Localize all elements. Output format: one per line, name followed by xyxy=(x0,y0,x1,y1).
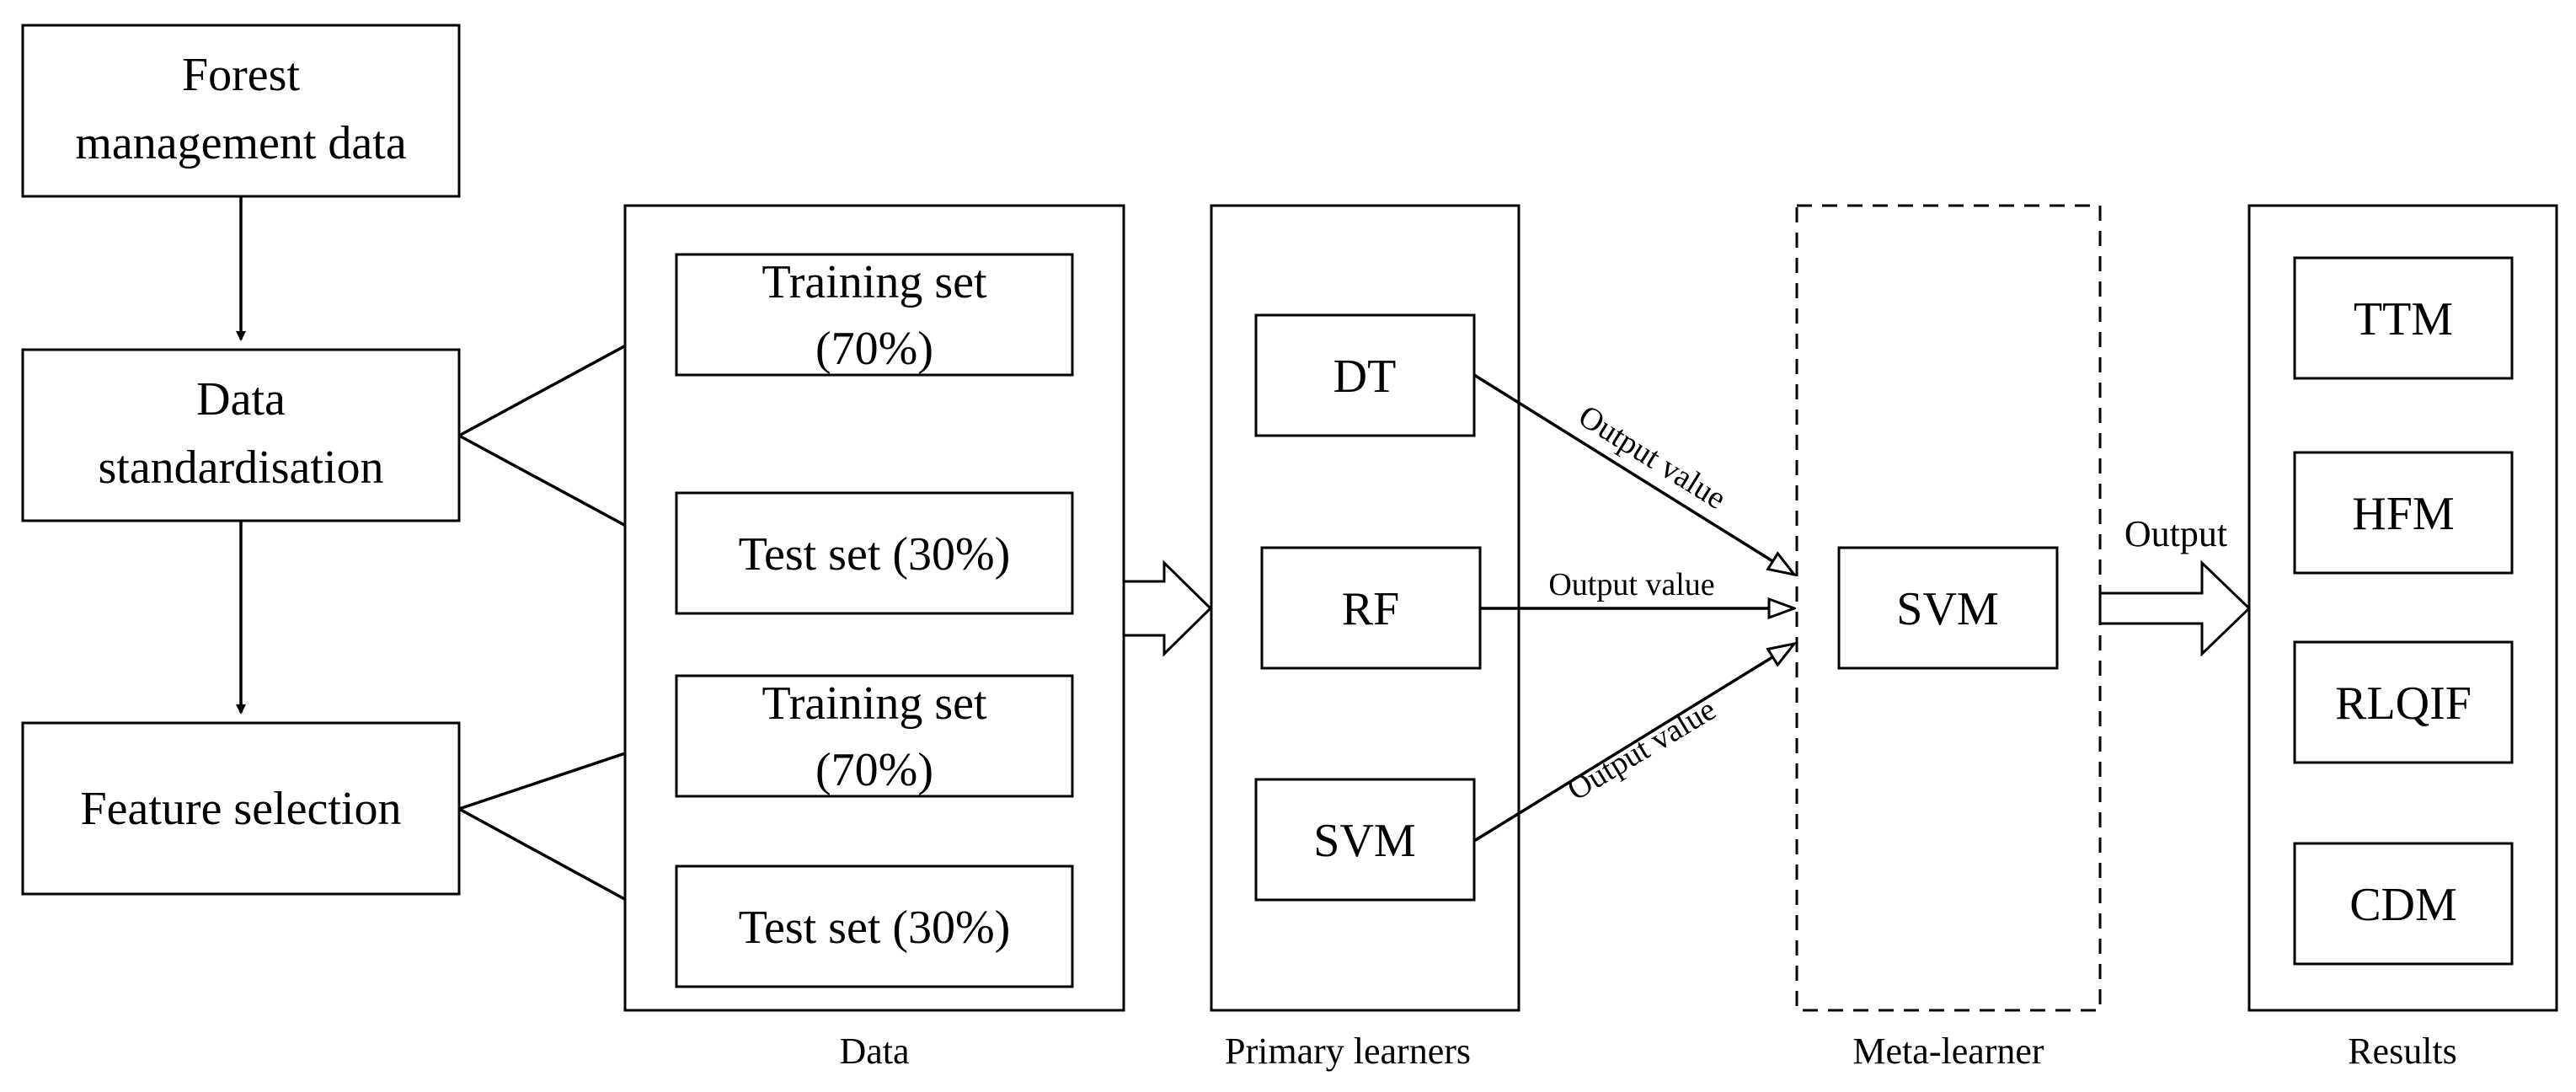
data-caption: Data xyxy=(839,1030,909,1072)
training-set-2-line2: (70%) xyxy=(815,744,933,796)
svm-output-value-label: Output value xyxy=(1561,692,1722,808)
feature-selection-node: Feature selection xyxy=(21,721,461,896)
training-set-2-line1: Training set xyxy=(762,677,987,730)
meta-to-results-block-arrow xyxy=(2098,559,2252,657)
data-group: Training set (70%) Test set (30%) Traini… xyxy=(623,204,1125,1012)
result-rlqif-box: RLQIF xyxy=(2293,640,2514,764)
rf-learner-label: RF xyxy=(1342,583,1400,635)
data-standardisation-node: Data standardisation xyxy=(21,348,461,522)
output-label: Output xyxy=(2124,513,2227,554)
training-set-1-line2: (70%) xyxy=(815,323,933,375)
data-to-primary-block-arrow xyxy=(1122,559,1213,657)
training-set-box-1: Training set (70%) xyxy=(675,253,1074,377)
result-ttm-label: TTM xyxy=(2354,293,2453,345)
meta-learner-group: SVM xyxy=(1795,204,2102,1012)
svm-learner-box: SVM xyxy=(1254,778,1476,902)
result-cdm-label: CDM xyxy=(2349,879,2457,931)
result-rlqif-label: RLQIF xyxy=(2335,677,2472,730)
test-set-box-1: Test set (30%) xyxy=(675,491,1074,615)
meta-svm-box: SVM xyxy=(1837,546,2059,670)
svm-to-meta-arrow xyxy=(1473,644,1794,843)
rf-output-value-label: Output value xyxy=(1548,567,1714,602)
dt-to-meta-arrow xyxy=(1473,373,1794,575)
result-hfm-label: HFM xyxy=(2352,488,2454,540)
svm-learner-label: SVM xyxy=(1313,815,1415,867)
dt-learner-label: DT xyxy=(1333,351,1397,403)
forest-data-label-line2: management data xyxy=(75,117,407,169)
result-cdm-box: CDM xyxy=(2293,842,2514,966)
forest-management-data-node: Forest management data xyxy=(21,24,461,198)
standardisation-label-line2: standardisation xyxy=(98,442,383,494)
result-ttm-box: TTM xyxy=(2293,256,2514,380)
dt-learner-box: DT xyxy=(1254,313,1476,437)
meta-svm-label: SVM xyxy=(1896,583,1998,635)
primary-learners-group: DT RF SVM xyxy=(1210,204,1520,1012)
result-hfm-box: HFM xyxy=(2293,451,2514,575)
standardisation-label-line1: Data xyxy=(196,373,286,426)
test-set-1-label: Test set (30%) xyxy=(739,528,1011,581)
forest-data-label-line1: Forest xyxy=(182,49,300,101)
test-set-box-2: Test set (30%) xyxy=(675,864,1074,988)
results-caption: Results xyxy=(2348,1030,2457,1072)
test-set-2-label: Test set (30%) xyxy=(739,902,1011,954)
feature-selection-label: Feature selection xyxy=(81,783,402,835)
results-group: TTM HFM RLQIF CDM xyxy=(2247,204,2558,1012)
training-set-box-2: Training set (70%) xyxy=(675,674,1074,798)
meta-learner-caption: Meta-learner xyxy=(1852,1030,2044,1072)
training-set-1-line1: Training set xyxy=(762,256,987,308)
rf-learner-box: RF xyxy=(1260,546,1482,670)
dt-output-value-label: Output value xyxy=(1573,399,1733,517)
primary-learners-caption: Primary learners xyxy=(1225,1030,1471,1072)
